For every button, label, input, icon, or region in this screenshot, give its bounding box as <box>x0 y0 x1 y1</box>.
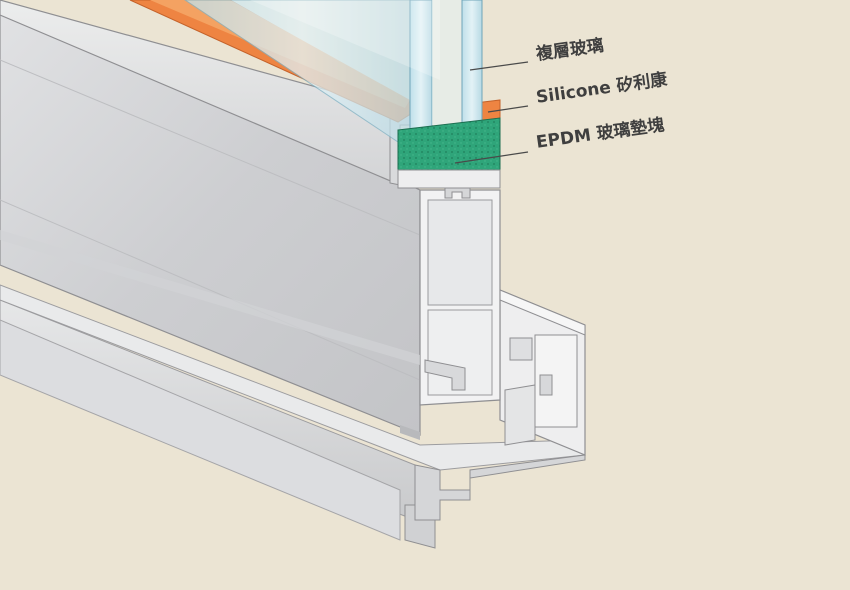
sash-chamber-section <box>0 184 501 406</box>
lower-sill-profile <box>0 284 586 549</box>
callout-leader-lines <box>454 61 529 164</box>
epdm-setting-block <box>397 117 501 189</box>
outer-frame-profile <box>499 289 586 456</box>
